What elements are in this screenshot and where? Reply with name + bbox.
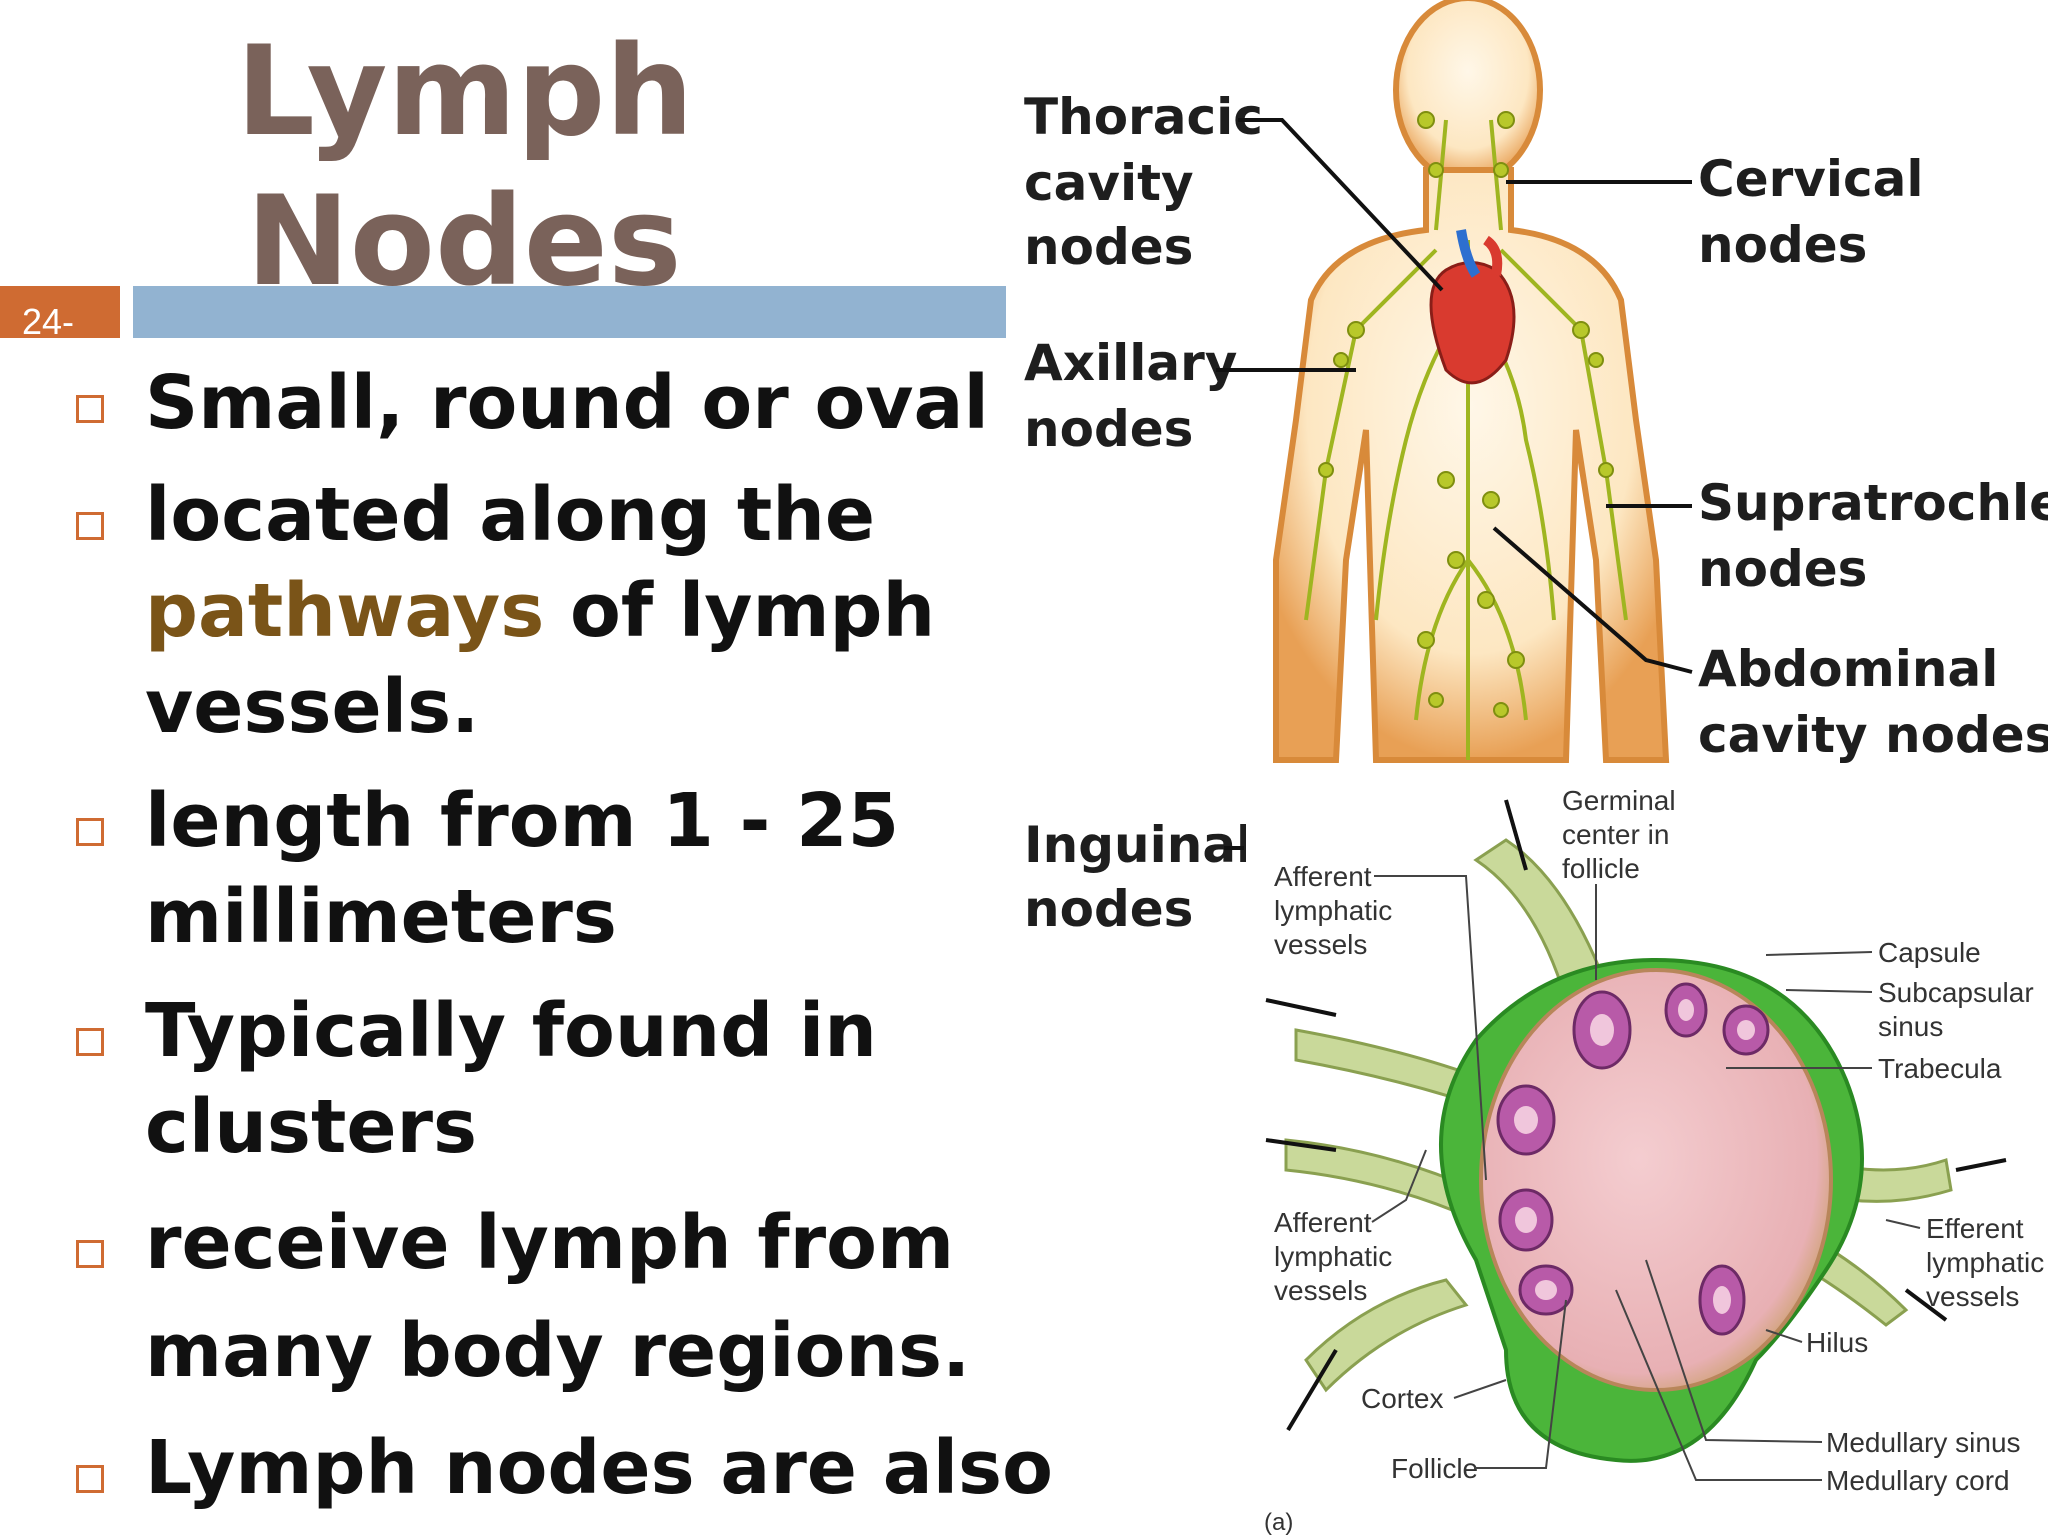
label-thoracic: Thoracic [1024,88,1263,146]
hollow-square-bullet-icon [76,395,104,423]
leader-line [1238,118,1444,292]
leader-line [1492,526,1693,674]
leader-line [1453,1379,1507,1399]
leader-line [1615,1289,1822,1481]
hollow-square-bullet-icon [76,512,104,540]
slide-number-badge: 24- [0,286,120,338]
label-subcapsular-2: sinus [1878,1011,1943,1042]
bullet-text-line: pathways of lymph [145,563,935,659]
lymph-diagram-figure: Thoracic cavity nodes Axillary nodes Ing… [1024,0,2048,1536]
bullet-text: Lymph nodes are also [145,1425,1053,1511]
slide-number: 24- [22,301,75,339]
figure-tag: (a) [1264,1509,1293,1536]
arrow-icon [1265,1138,1337,1152]
label-cortex: Cortex [1361,1383,1443,1414]
bullet-text-line: vessels. [145,664,480,750]
highlight-word: pathways [145,568,545,654]
leader-line [1765,951,1873,956]
leader-line [1785,989,1873,993]
label-germinal: Germinal [1562,785,1676,816]
label-inguinal-2: nodes [1024,880,1193,938]
label-germinal-2: center in [1562,819,1669,850]
label-supratrochlear: Supratrochlear [1698,474,2048,532]
slide-title-line-1: Lymph [236,20,694,164]
arrow-icon [1504,799,1528,871]
title-underline-bar [133,286,1006,338]
leader-line [1474,1299,1567,1469]
label-abdominal-2: cavity nodes [1698,706,2048,764]
bullet-text-line: millimeters [145,874,617,960]
label-axillary: Axillary [1024,334,1237,392]
label-thoracic-3: nodes [1024,218,1193,276]
arrow-icon [1904,1288,1948,1322]
label-afferent-bottom-2: lymphatic [1274,1241,1392,1272]
leader-line [1374,875,1487,1181]
label-afferent-bottom-3: vessels [1274,1275,1367,1306]
label-afferent-top-2: lymphatic [1274,895,1392,926]
label-efferent-3: vessels [1926,1281,2019,1312]
bullet-text: length from 1 - 25 [145,778,900,864]
label-afferent-top-3: vessels [1274,929,1367,960]
label-efferent: Efferent [1926,1213,2024,1244]
hollow-square-bullet-icon [76,1028,104,1056]
label-capsule: Capsule [1878,937,1981,968]
node-labels: Germinal center in follicle Afferent lym… [1264,785,2044,1536]
heart-icon [1429,229,1516,385]
label-cervical: Cervical [1698,150,1924,208]
arrow-icon [1286,1348,1338,1432]
hollow-square-bullet-icon [76,1240,104,1268]
label-afferent-top: Afferent [1274,861,1372,892]
bullet-text-line: clusters [145,1084,478,1170]
label-axillary-2: nodes [1024,400,1193,458]
bullet-text: located along the [145,472,876,558]
label-follicle: Follicle [1391,1453,1478,1484]
label-medullary-cord: Medullary cord [1826,1465,2010,1496]
human-body-illustration [1273,0,1670,763]
leader-line [1645,1259,1823,1443]
slide-title-line-2: Nodes [246,170,682,314]
hollow-square-bullet-icon [76,1465,104,1493]
bullet-text-line: many body regions. [145,1308,971,1394]
label-supratrochlear-2: nodes [1698,540,1867,598]
bullet-text: receive lymph from [145,1200,955,1286]
label-hilus: Hilus [1806,1327,1868,1358]
label-germinal-3: follicle [1562,853,1640,884]
leader-line [1371,1149,1427,1223]
label-subcapsular: Subcapsular [1878,977,2034,1008]
leader-line [1765,1329,1803,1343]
body-labels: Thoracic cavity nodes Axillary nodes Ing… [1024,88,2048,938]
arrow-icon [1265,998,1337,1017]
bullet-text: Typically found in [145,988,877,1074]
arrow-icon [1955,1158,2007,1172]
leader-line [1885,1219,1921,1229]
hollow-square-bullet-icon [76,818,104,846]
label-afferent-bottom: Afferent [1274,1207,1372,1238]
label-cervical-2: nodes [1698,216,1867,274]
label-trabecula: Trabecula [1878,1053,2002,1084]
label-inguinal: Inguinal [1024,816,1253,874]
lymph-node-cross-section [1246,770,2048,1536]
label-thoracic-2: cavity [1024,154,1194,212]
label-efferent-2: lymphatic [1926,1247,2044,1278]
bullet-text-rest: of lymph [544,568,936,654]
label-medullary-sinus: Medullary sinus [1826,1427,2021,1458]
label-abdominal: Abdominal [1698,640,1998,698]
bullet-text: Small, round or oval [145,360,989,446]
